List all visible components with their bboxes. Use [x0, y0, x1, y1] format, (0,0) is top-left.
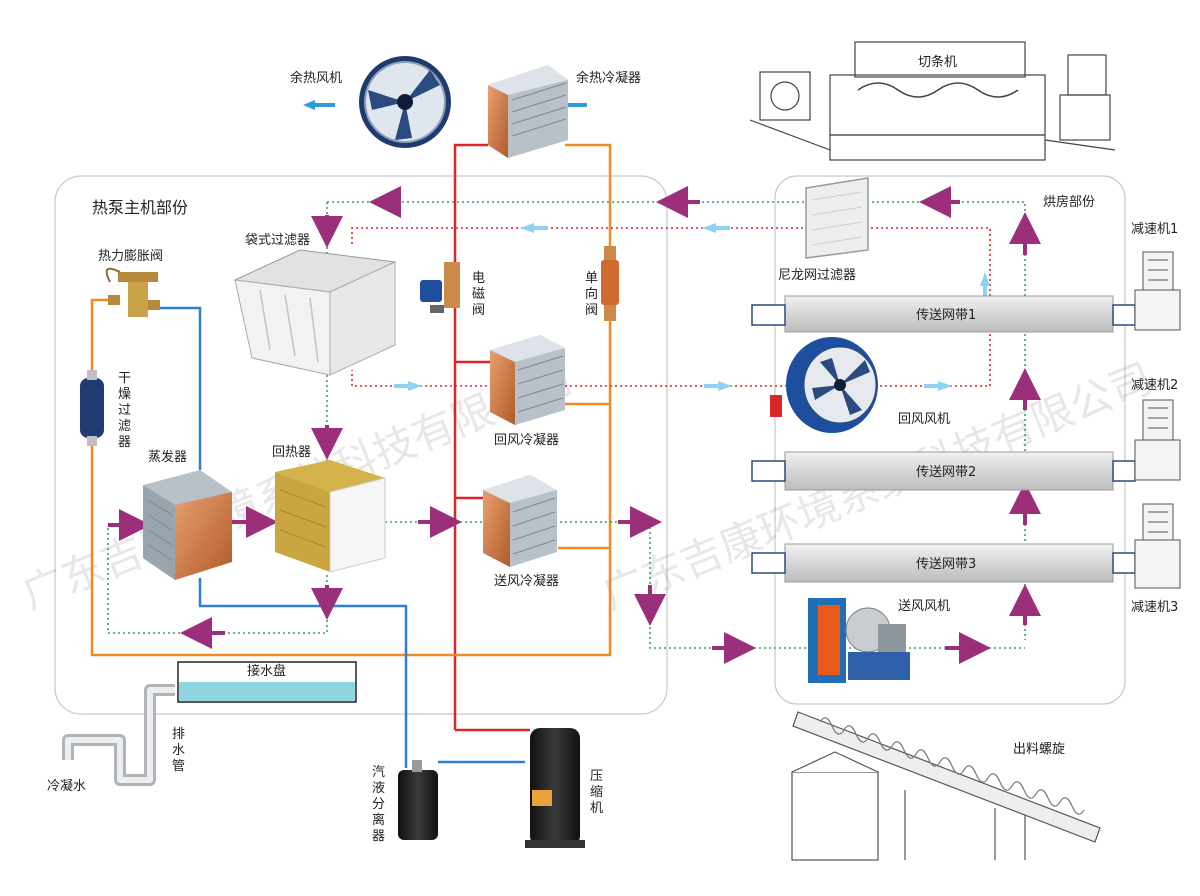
drain-pipe-label: 排 水 管 [172, 727, 185, 774]
supply-air-fan-label: 送风风机 [898, 599, 950, 614]
svg-text:器: 器 [372, 829, 385, 844]
evaporator-label: 蒸发器 [148, 449, 187, 465]
compressor-icon [525, 728, 585, 848]
return-air-fan-label: 回风风机 [898, 412, 950, 427]
discharge-screw-label: 出料螺旋 [1013, 742, 1065, 757]
drip-tray-water [179, 682, 355, 701]
compressor-label: 压 缩 机 [590, 769, 603, 816]
bag-filter-icon [233, 249, 397, 376]
svg-text:水: 水 [172, 743, 185, 758]
reducer-2-icon [1134, 399, 1181, 481]
waste-heat-condenser-label: 余热冷凝器 [576, 70, 641, 86]
solenoid-valve-icon [420, 262, 460, 313]
reducer-3-icon [1134, 503, 1181, 589]
svg-text:电: 电 [472, 271, 485, 286]
liquid-line-upper [90, 298, 108, 378]
drying-filter-icon [80, 370, 104, 446]
condensate-label: 冷凝水 [47, 778, 86, 794]
svg-text:离: 离 [372, 812, 385, 828]
gas-liquid-separator-label: 汽 液 分 离 器 [372, 765, 385, 844]
waste-heat-fan-label: 余热风机 [290, 70, 342, 86]
gas-liquid-separator-icon [398, 760, 438, 840]
svg-text:燥: 燥 [118, 387, 131, 402]
belt-3-label: 传送网带3 [916, 557, 976, 572]
svg-text:液: 液 [372, 781, 385, 796]
reducer-1-label: 减速机1 [1131, 222, 1178, 237]
belt-2-label: 传送网带2 [916, 465, 976, 480]
drip-tray-label: 接水盘 [247, 663, 286, 679]
svg-text:管: 管 [172, 759, 185, 774]
svg-text:过: 过 [118, 403, 131, 418]
svg-text:单: 单 [585, 271, 598, 286]
reducer-2-label: 减速机2 [1131, 378, 1178, 393]
check-valve-icon [601, 246, 619, 321]
drain-pipe-inner [65, 687, 175, 783]
thermal-expansion-valve-icon [105, 267, 160, 317]
svg-text:阀: 阀 [472, 303, 485, 318]
svg-text:压: 压 [590, 769, 603, 784]
suction-line [150, 306, 202, 470]
evaporator-icon [143, 470, 232, 580]
reducer-3-label: 减速机3 [1131, 600, 1178, 615]
drying-room-section-title: 烘房部份 [1043, 194, 1095, 210]
svg-text:磁: 磁 [472, 287, 485, 302]
svg-text:向: 向 [585, 286, 598, 302]
svg-text:滤: 滤 [118, 419, 131, 434]
svg-text:器: 器 [118, 435, 131, 450]
svg-text:汽: 汽 [372, 765, 385, 780]
nylon-filter-label: 尼龙网过滤器 [778, 268, 856, 283]
check-valve-label: 单 向 阀 [585, 271, 598, 318]
discharge-screw-icon [791, 711, 1101, 861]
svg-text:阀: 阀 [585, 303, 598, 318]
supply-air-fan-icon [808, 598, 910, 683]
belt-1 [751, 295, 1136, 333]
heat-recovery-icon [275, 460, 386, 573]
reducer-1-icon [1134, 251, 1181, 331]
cutter-machine-icon [749, 41, 1116, 161]
purple-flow-arrows [108, 186, 1041, 664]
cutter-label: 切条机 [918, 54, 957, 70]
liquid-line [90, 143, 612, 657]
solenoid-valve-label: 电 磁 阀 [472, 271, 485, 318]
svg-text:缩: 缩 [590, 784, 603, 800]
air-path-middle [385, 521, 1025, 649]
blue-flow-arrows [394, 223, 990, 391]
drying-filter-label: 干 燥 过 滤 器 [118, 371, 131, 450]
return-air-condenser-icon [490, 335, 565, 425]
belt-1-label: 传送网带1 [916, 308, 976, 323]
svg-text:排: 排 [172, 727, 185, 742]
belt-2 [751, 451, 1136, 491]
heat-pump-section-box [54, 175, 668, 715]
drying-room-section-box [774, 175, 1126, 705]
waste-heat-condenser-icon [488, 65, 568, 158]
heat-recovery-label: 回热器 [272, 445, 311, 460]
svg-text:分: 分 [372, 797, 385, 812]
suction-line-lower [198, 578, 408, 768]
supply-air-condenser-label: 送风冷凝器 [494, 573, 559, 589]
svg-text:干: 干 [118, 371, 131, 386]
supply-air-condenser-icon [483, 475, 557, 567]
svg-text:机: 机 [590, 801, 603, 816]
heat-pump-section-title: 热泵主机部份 [92, 198, 188, 217]
nylon-filter-icon [805, 177, 869, 259]
bag-filter-label: 袋式过滤器 [245, 233, 310, 248]
thermal-expansion-valve-label: 热力膨胀阀 [98, 249, 163, 264]
return-air-fan-icon [770, 337, 878, 433]
return-air-condenser-label: 回风冷凝器 [494, 432, 559, 448]
waste-heat-fan-icon [359, 56, 451, 148]
